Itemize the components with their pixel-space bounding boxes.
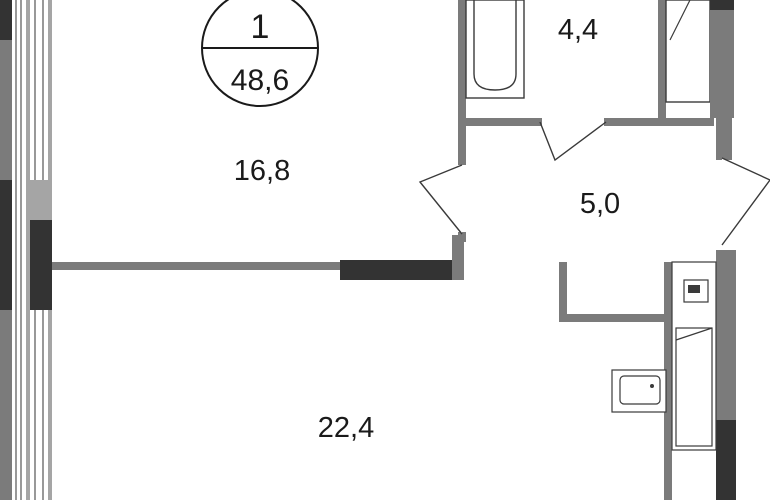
kitchen-unit	[671, 261, 717, 451]
bathroom	[465, 0, 714, 162]
sink-icon	[611, 369, 667, 413]
right-exterior-wall	[710, 0, 770, 500]
apartment-badge: 1 48,6	[201, 0, 319, 107]
left-exterior-wall	[0, 0, 52, 500]
bathroom-area-label: 4,4	[558, 14, 598, 46]
living-kitchen-area-label: 22,4	[318, 412, 374, 444]
bedroom-area-label: 16,8	[234, 155, 290, 187]
cabinet-icon	[665, 0, 711, 103]
hall-kitchen-partition	[559, 262, 672, 500]
bedroom-hall-wall	[418, 0, 466, 242]
total-area: 48,6	[231, 64, 289, 97]
stove-icon	[683, 279, 709, 303]
fridge-icon	[675, 327, 713, 447]
hall-area-label: 5,0	[580, 188, 620, 220]
rooms-count: 1	[251, 8, 270, 46]
bedroom-living-partition	[52, 235, 464, 280]
bathtub-icon	[465, 0, 525, 99]
